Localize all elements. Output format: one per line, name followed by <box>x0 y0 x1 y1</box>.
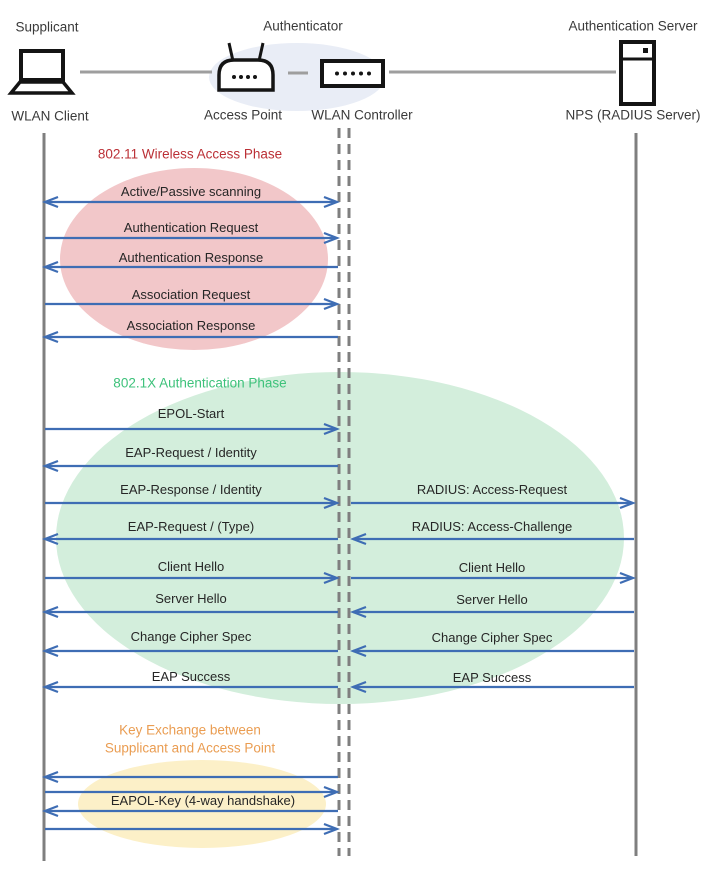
arrow-change-cipher-spec-right <box>349 644 634 658</box>
arrow-client-hello-left <box>45 571 341 585</box>
phase3-ellipse <box>78 760 326 848</box>
node-label-wlan-controller: WLAN Controller <box>311 107 413 123</box>
arrow-active-passive-scanning <box>41 195 341 209</box>
message-label-eap-success-left: EAP Success <box>151 668 231 684</box>
arrow-server-hello-left <box>41 605 338 619</box>
arrow-authentication-response <box>41 260 338 274</box>
message-label-radius-access-request: RADIUS: Access-Request <box>416 481 568 497</box>
arrow-eap-request-type <box>41 532 338 546</box>
message-label-association-response: Association Response <box>126 317 256 333</box>
arrow-association-request <box>45 297 341 311</box>
message-label-change-cipher-right: Change Cipher Spec <box>431 629 553 645</box>
arrow-server-hello-right <box>349 605 634 619</box>
role-label-supplicant: Supplicant <box>15 19 79 35</box>
message-label-eapol-key: EAPOL-Key (4-way handshake) <box>110 792 296 808</box>
message-label-radius-access-challenge: RADIUS: Access-Challenge <box>411 518 573 534</box>
message-label-client-hello-right: Client Hello <box>458 559 526 575</box>
node-label-wlan-client: WLAN Client <box>11 108 89 124</box>
message-arrows <box>41 195 637 836</box>
message-label-eap-request-type: EAP-Request / (Type) <box>127 518 255 534</box>
message-label-authentication-request: Authentication Request <box>123 219 259 235</box>
message-label-eap-request-identity: EAP-Request / Identity <box>125 444 257 460</box>
message-label-server-hello-right: Server Hello <box>456 591 528 607</box>
message-label-epol-start: EPOL-Start <box>157 405 225 421</box>
role-label-authentication-server: Authentication Server <box>568 18 698 34</box>
device-icons <box>7 40 656 106</box>
arrow-eap-response-identity <box>45 496 341 510</box>
arrow-change-cipher-spec-left <box>41 644 338 658</box>
arrow-client-hello-right <box>351 571 637 585</box>
arrow-eapol-key-3 <box>41 804 338 818</box>
message-label-server-hello-left: Server Hello <box>155 590 227 606</box>
arrow-eap-success-right <box>349 680 634 694</box>
server-icon <box>619 40 656 106</box>
laptop-icon <box>7 49 76 95</box>
arrow-radius-access-challenge <box>349 532 634 546</box>
message-label-active-passive-scanning: Active/Passive scanning <box>120 183 262 199</box>
device-connectors <box>80 70 616 75</box>
lifelines <box>42 128 638 861</box>
message-label-eap-response-identity: EAP-Response / Identity <box>120 481 262 497</box>
node-label-nps-radius: NPS (RADIUS Server) <box>565 107 701 123</box>
role-label-authenticator: Authenticator <box>263 18 343 34</box>
message-label-change-cipher-left: Change Cipher Spec <box>130 628 252 644</box>
phase3-title-line2: Supplicant and Access Point <box>104 740 276 756</box>
arrow-association-response <box>41 330 338 344</box>
message-label-eap-success-right: EAP Success <box>452 669 532 685</box>
arrow-eap-success-left <box>41 680 338 694</box>
arrow-eap-request-identity <box>41 459 338 473</box>
message-label-association-request: Association Request <box>131 286 251 302</box>
message-label-client-hello-left: Client Hello <box>157 558 225 574</box>
arrow-eapol-key-1 <box>41 770 338 784</box>
arrow-authentication-request <box>45 231 341 245</box>
phase2-title: 802.1X Authentication Phase <box>113 375 287 391</box>
arrow-epol-start <box>45 422 341 436</box>
phase3-title-line1: Key Exchange between <box>119 722 261 738</box>
arrow-eapol-key-2 <box>45 785 341 799</box>
phase1-title: 802.11 Wireless Access Phase <box>97 146 283 162</box>
message-label-authentication-response: Authentication Response <box>118 249 264 265</box>
arrow-eapol-key-4 <box>45 822 341 836</box>
arrow-radius-access-request <box>351 496 637 510</box>
wlan-controller-icon <box>320 59 385 88</box>
access-point-icon <box>217 42 275 92</box>
node-label-access-point: Access Point <box>203 107 283 123</box>
